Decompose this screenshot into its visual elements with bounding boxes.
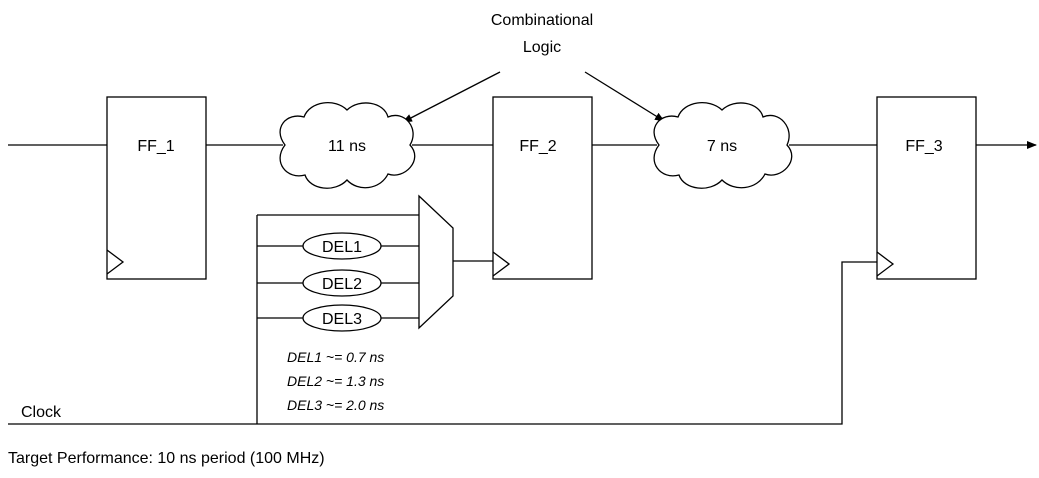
target-performance-note: Target Performance: 10 ns period (100 MH… bbox=[8, 450, 325, 467]
title-line2: Logic bbox=[523, 39, 561, 56]
cloud2-delay-label: 7 ns bbox=[707, 138, 737, 155]
delay-cell-del2: DEL2 bbox=[302, 269, 382, 297]
ff1-label: FF_1 bbox=[137, 138, 174, 155]
clock-mux bbox=[418, 194, 454, 330]
title-arrow-right bbox=[584, 71, 665, 122]
delay-note-1: DEL1 ~= 0.7 ns bbox=[287, 349, 384, 365]
clock-wire-main bbox=[8, 261, 877, 425]
clock-label: Clock bbox=[21, 404, 62, 421]
del3-label: DEL3 bbox=[322, 311, 362, 328]
flipflop-ff2: FF_2 bbox=[492, 96, 593, 280]
ff3-label: FF_3 bbox=[905, 138, 942, 155]
delay-note-3: DEL3 ~= 2.0 ns bbox=[287, 397, 384, 413]
flipflop-ff1: FF_1 bbox=[106, 96, 207, 280]
title-line1: Combinational bbox=[491, 12, 593, 29]
delay-note-2: DEL2 ~= 1.3 ns bbox=[287, 373, 384, 389]
flipflop-ff3: FF_3 bbox=[876, 96, 977, 280]
title-arrow-left bbox=[402, 71, 501, 123]
del2-label: DEL2 bbox=[322, 276, 362, 293]
logic-cloud-1: 11 ns bbox=[279, 102, 416, 189]
delay-cell-del1: DEL1 bbox=[302, 232, 382, 260]
cloud1-delay-label: 11 ns bbox=[328, 138, 366, 155]
ff2-label: FF_2 bbox=[519, 138, 556, 155]
logic-cloud-2: 7 ns bbox=[653, 102, 793, 189]
delay-cell-del3: DEL3 bbox=[302, 304, 382, 332]
del1-label: DEL1 bbox=[322, 239, 362, 256]
